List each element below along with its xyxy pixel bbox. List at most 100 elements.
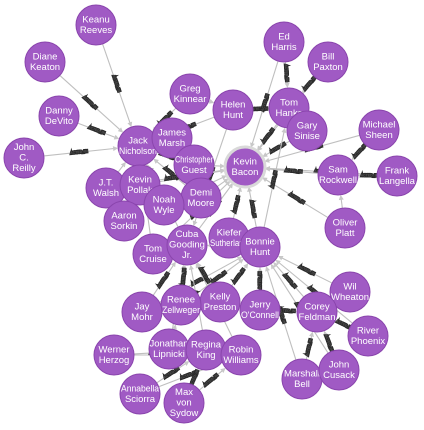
edge-arrow-icon xyxy=(170,261,176,268)
edge-arrow-icon xyxy=(197,262,202,268)
node-circle[interactable] xyxy=(239,226,281,268)
node-circle[interactable] xyxy=(38,95,80,137)
node-circle[interactable] xyxy=(220,334,262,376)
node-circle[interactable] xyxy=(180,177,222,219)
node-circle[interactable] xyxy=(3,137,45,179)
node-circle[interactable] xyxy=(199,281,241,323)
node-circle[interactable] xyxy=(307,41,349,83)
node-circle[interactable] xyxy=(329,271,371,313)
node-circle[interactable] xyxy=(148,328,190,370)
node-circle[interactable] xyxy=(143,184,185,226)
edge-arrow-icon xyxy=(228,183,234,189)
node-circle[interactable] xyxy=(163,382,205,424)
node-circle[interactable] xyxy=(318,349,360,391)
node-circle[interactable] xyxy=(324,207,366,249)
node-circle[interactable] xyxy=(317,154,359,196)
edge-arrow-icon xyxy=(323,330,329,337)
node-circle[interactable] xyxy=(93,334,135,376)
node-circle[interactable] xyxy=(119,373,161,415)
node-circle[interactable] xyxy=(286,110,328,152)
edge-arrow-icon xyxy=(357,172,364,178)
node-circle[interactable] xyxy=(358,109,400,151)
relationship-edge[interactable] xyxy=(117,161,126,173)
node-circle[interactable] xyxy=(24,41,66,83)
node-circle[interactable] xyxy=(166,224,208,266)
node-circle[interactable] xyxy=(103,200,145,242)
node-circle[interactable] xyxy=(160,284,202,326)
relationship-edge[interactable] xyxy=(217,178,229,187)
relationship-edge[interactable] xyxy=(213,163,226,169)
node-circle[interactable] xyxy=(239,289,281,331)
node-circle[interactable] xyxy=(132,233,174,275)
node-circle[interactable] xyxy=(281,358,323,400)
node-circle[interactable] xyxy=(75,4,117,46)
node-circle[interactable] xyxy=(223,145,267,189)
node-circle[interactable] xyxy=(296,291,338,333)
node-circle[interactable] xyxy=(169,73,211,115)
relationship-edge[interactable] xyxy=(338,194,344,209)
node-circle[interactable] xyxy=(151,117,193,159)
node-circle[interactable] xyxy=(212,89,254,131)
node-circle[interactable] xyxy=(185,329,227,371)
node-circle[interactable] xyxy=(263,21,305,63)
node-circle[interactable] xyxy=(347,315,389,357)
node-circle[interactable] xyxy=(117,125,159,167)
node-circle[interactable] xyxy=(376,155,418,197)
node-circle[interactable] xyxy=(121,291,163,333)
